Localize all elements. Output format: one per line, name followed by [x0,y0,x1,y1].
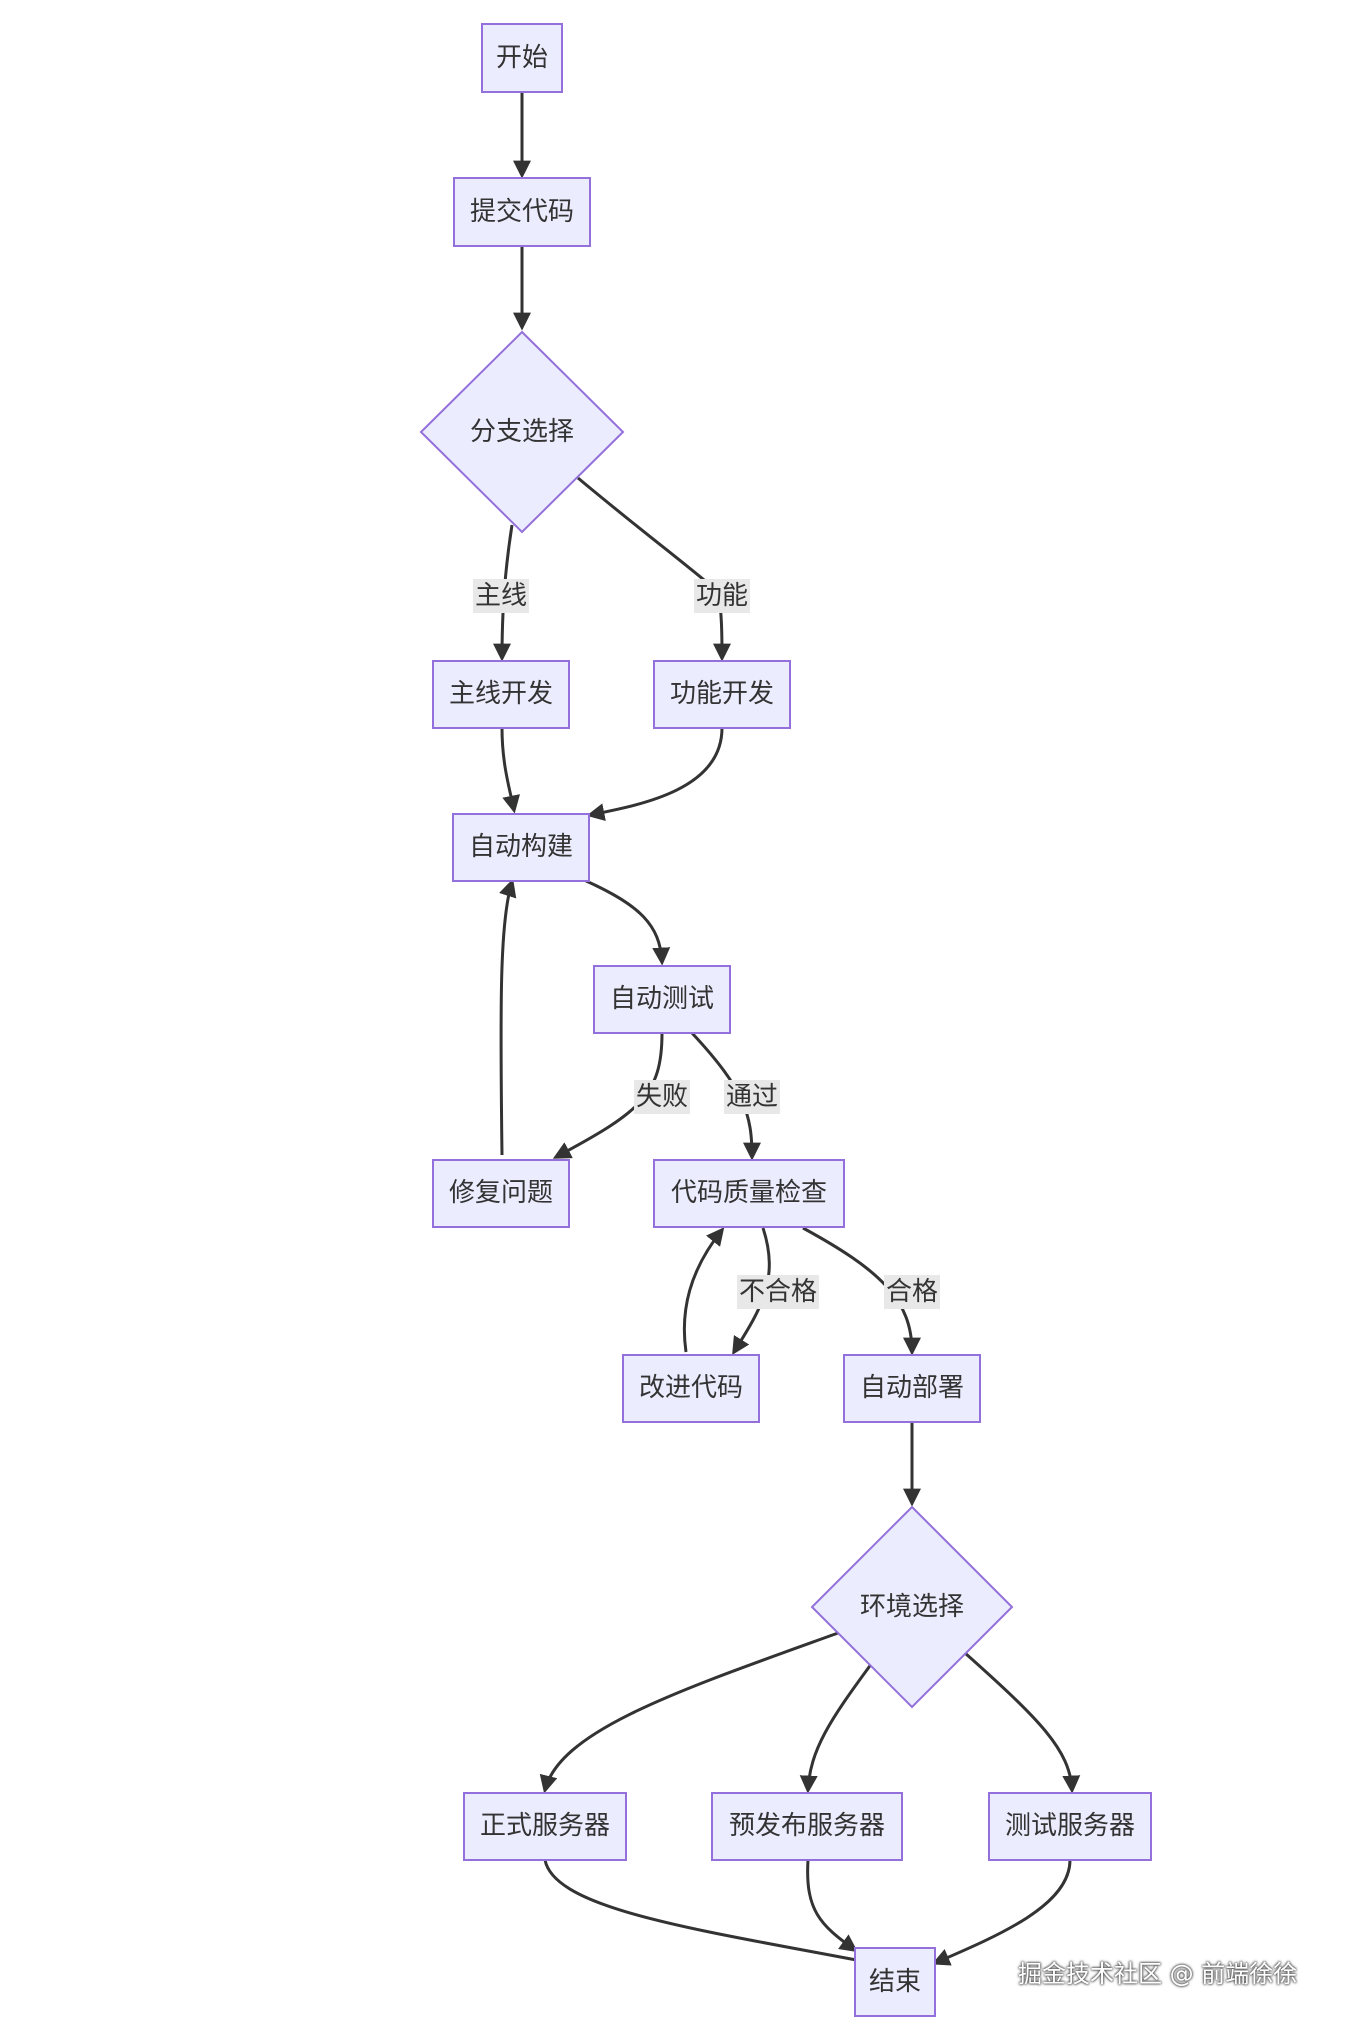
node-mainline-dev[interactable]: 主线开发 [432,660,570,729]
edge-prod-end [543,1859,876,1970]
svg-text:主线开发: 主线开发 [449,679,553,709]
edge-build-test [583,878,671,966]
node-auto-deploy[interactable]: 自动部署 [843,1354,981,1423]
svg-text:自动部署: 自动部署 [860,1373,964,1403]
svg-text:通过: 通过 [726,1082,778,1112]
node-feature-dev[interactable]: 功能开发 [653,660,791,729]
svg-text:测试服务器: 测试服务器 [1005,1811,1135,1841]
svg-text:功能: 功能 [696,581,748,611]
svg-text:不合格: 不合格 [739,1277,817,1307]
svg-text:正式服务器: 正式服务器 [480,1811,610,1841]
edge-label-unqualified: 不合格 [737,1275,819,1309]
edge-feature-build [586,727,724,822]
edge-mainline-build [500,727,520,814]
edge-env-prod [539,1631,839,1794]
node-staging-server[interactable]: 预发布服务器 [711,1792,903,1861]
svg-text:开始: 开始 [496,43,548,73]
watermark: 掘金技术社区 @ 前端徐徐 [1018,1960,1298,1988]
edge-label-fail: 失败 [634,1080,690,1114]
edge-env-test [964,1651,1081,1794]
edge-improve-quality [682,1227,725,1353]
edge-testserver-end [931,1859,1072,1966]
node-quality-check[interactable]: 代码质量检查 [653,1159,845,1228]
node-end[interactable]: 结束 [854,1947,936,2017]
svg-text:结束: 结束 [869,1967,921,1997]
edge-env-staging [799,1662,874,1794]
svg-text:失败: 失败 [636,1082,688,1112]
svg-text:自动构建: 自动构建 [469,832,573,862]
node-auto-build[interactable]: 自动构建 [452,813,590,882]
svg-text:分支选择: 分支选择 [470,417,574,447]
edge-fix-build [499,878,517,1156]
node-env-decision[interactable]: 环境选择 [810,1505,1014,1709]
svg-text:预发布服务器: 预发布服务器 [729,1811,885,1841]
edge-branch-feature [577,476,731,662]
node-commit[interactable]: 提交代码 [453,177,591,247]
svg-text:环境选择: 环境选择 [860,1592,964,1622]
node-auto-test[interactable]: 自动测试 [593,965,731,1034]
svg-text:改进代码: 改进代码 [639,1373,743,1403]
node-improve-code[interactable]: 改进代码 [622,1354,760,1423]
svg-text:合格: 合格 [886,1277,938,1307]
node-test-server[interactable]: 测试服务器 [988,1792,1152,1861]
svg-text:自动测试: 自动测试 [610,984,714,1014]
svg-text:功能开发: 功能开发 [670,679,774,709]
svg-text:修复问题: 修复问题 [449,1178,553,1208]
node-fix-issue[interactable]: 修复问题 [432,1159,570,1228]
edge-label-feature: 功能 [694,579,750,613]
edge-label-pass: 通过 [724,1080,780,1114]
edge-label-qualified: 合格 [884,1275,940,1309]
node-prod-server[interactable]: 正式服务器 [463,1792,627,1861]
edges [493,93,1081,1970]
node-branch-decision[interactable]: 分支选择 [419,330,625,534]
edge-staging-end [806,1859,858,1953]
svg-text:代码质量检查: 代码质量检查 [671,1178,827,1208]
node-start[interactable]: 开始 [481,23,563,93]
svg-text:提交代码: 提交代码 [470,197,574,227]
edge-label-mainline: 主线 [473,579,529,613]
svg-text:主线: 主线 [475,581,527,611]
